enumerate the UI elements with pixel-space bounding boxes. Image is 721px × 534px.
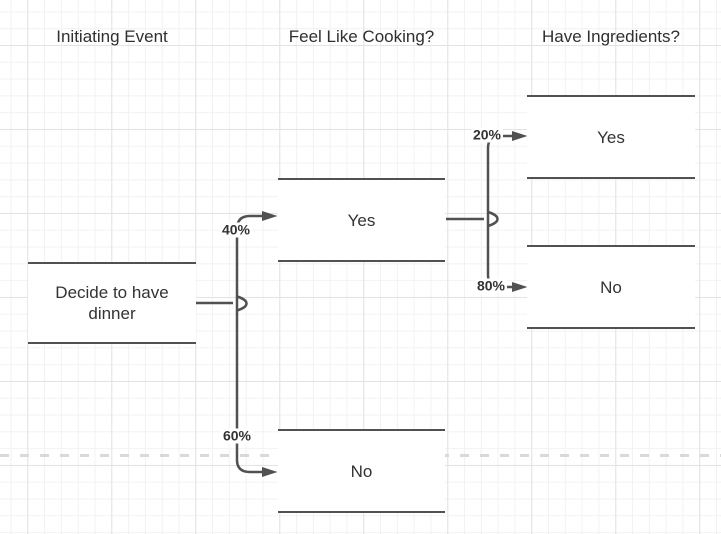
edge-yes-cooking-branch-brace[interactable] <box>487 210 499 228</box>
edge-yes-cooking-to-yes-no[interactable] <box>486 134 513 289</box>
edge-label-80-percent[interactable]: 80% <box>474 277 508 294</box>
node-feel-like-cooking-no[interactable]: No <box>278 429 445 513</box>
node-decide-to-have-dinner[interactable]: Decide to have dinner <box>28 262 196 344</box>
edge-label-40-percent[interactable]: 40% <box>219 221 253 238</box>
edge-label-60-percent[interactable]: 60% <box>220 427 254 444</box>
column-header-initiating-event[interactable]: Initiating Event <box>56 27 168 46</box>
column-header-feel-like-cooking[interactable]: Feel Like Cooking? <box>288 27 435 46</box>
node-feel-like-cooking-yes[interactable]: Yes <box>278 178 445 262</box>
arrowhead-60 <box>262 467 278 477</box>
edge-label-20-percent[interactable]: 20% <box>470 126 504 143</box>
node-label: Yes <box>347 210 376 230</box>
edge-decide-branch-brace[interactable] <box>236 295 248 312</box>
edge-decide-to-yes-no[interactable] <box>235 214 263 474</box>
node-label: No <box>350 461 373 481</box>
arrowhead-20 <box>512 131 528 141</box>
node-label: No <box>600 277 622 297</box>
arrowhead-80 <box>512 282 528 292</box>
column-header-have-ingredients[interactable]: Have Ingredients? <box>542 27 680 46</box>
arrowhead-40 <box>262 211 278 221</box>
node-have-ingredients-yes[interactable]: Yes <box>527 95 695 179</box>
node-label: Decide to have dinner <box>55 283 169 323</box>
node-have-ingredients-no[interactable]: No <box>527 245 695 329</box>
node-label: Yes <box>597 127 625 147</box>
